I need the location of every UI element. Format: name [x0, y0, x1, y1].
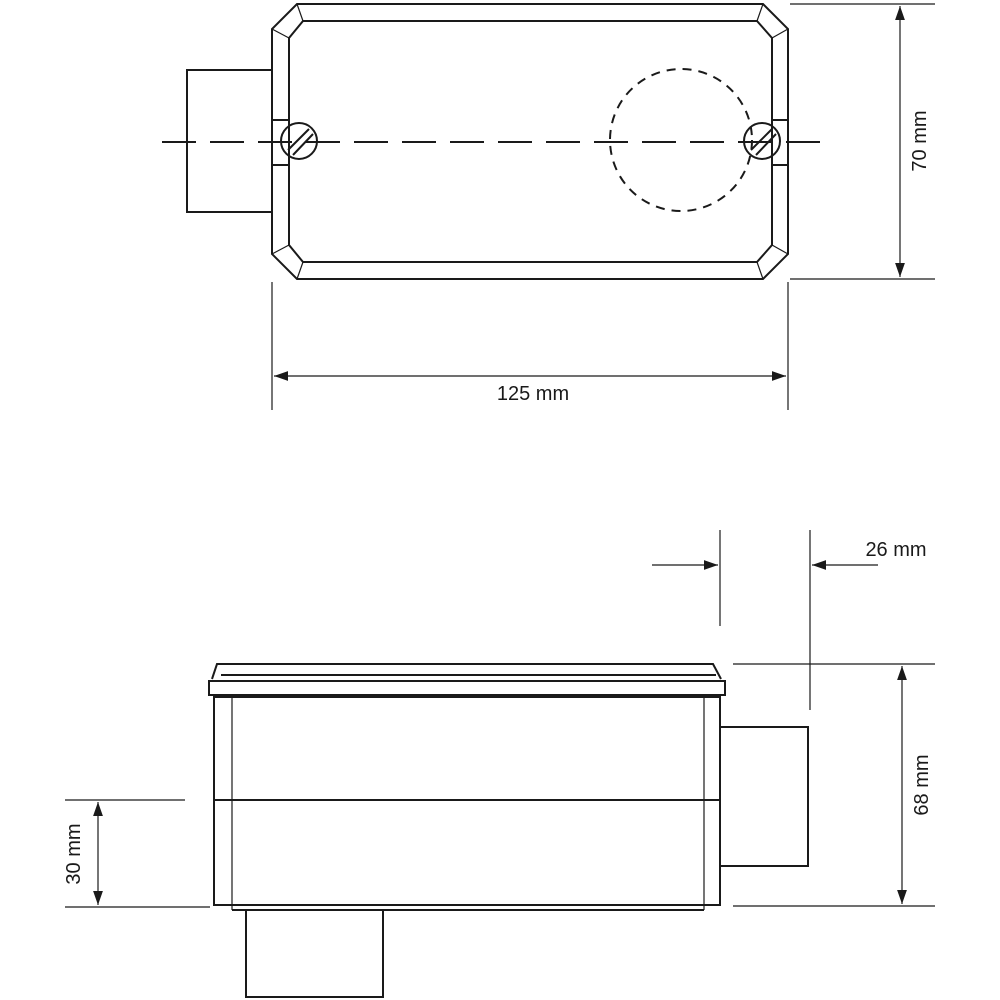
hub-dimension-label: 26 mm	[865, 539, 926, 561]
left-screw-icon	[280, 122, 318, 160]
side-bottom-hub	[245, 910, 384, 998]
side-body-outline	[213, 696, 721, 906]
side-height-dimension-label: 68 mm	[911, 754, 933, 815]
side-lid-rim	[208, 680, 726, 696]
side-lid-cap	[211, 663, 722, 680]
right-screw-icon	[743, 122, 781, 160]
hidden-outlet-circle	[609, 68, 753, 212]
width-dimension-label: 125 mm	[497, 383, 569, 405]
height-dimension-label: 70 mm	[909, 110, 931, 171]
side-view: 68 mm 30 mm 26 mm	[63, 530, 935, 998]
top-view: 125 mm 70 mm	[162, 3, 935, 410]
lower-dimension-label: 30 mm	[63, 823, 85, 884]
side-right-hub	[720, 726, 809, 867]
